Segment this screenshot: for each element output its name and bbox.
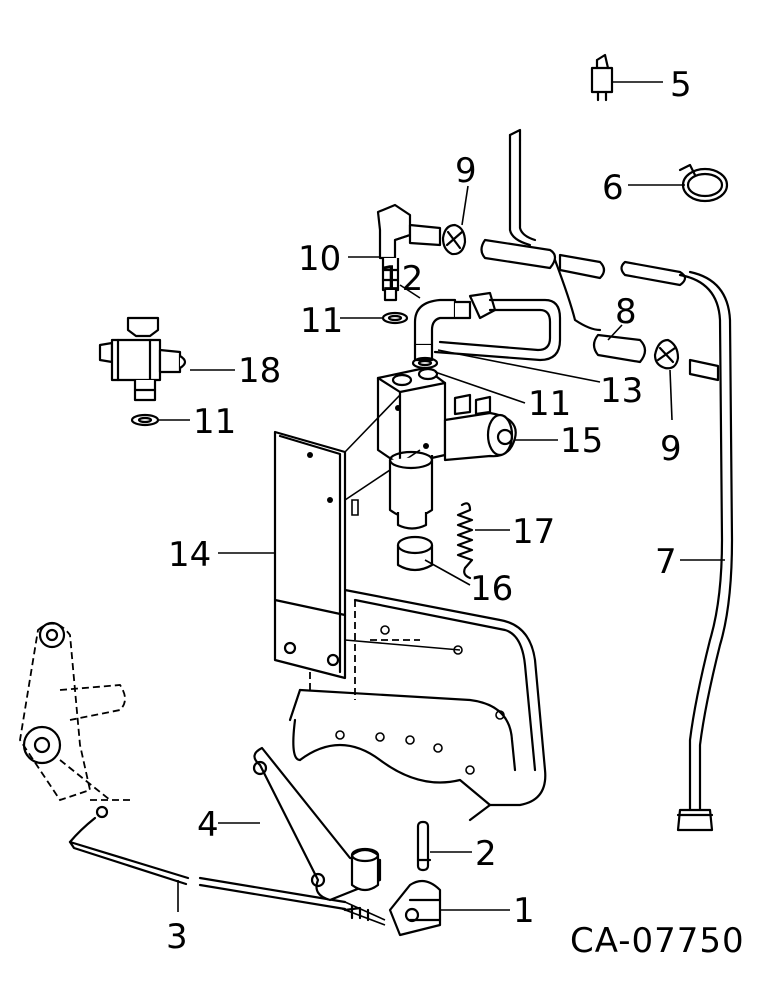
callout-16: 16 [470,569,513,609]
lever-part-4 [252,746,382,902]
callout-6: 6 [602,168,624,208]
rod-part-3 [68,816,386,926]
callout-7: 7 [655,542,677,582]
callout-18: 18 [238,351,281,391]
callout-8: 8 [615,292,637,332]
bushing-part-16 [396,535,434,572]
callout-labels: 5 6 9 10 12 11 8 18 13 11 11 15 9 17 14 … [166,65,745,961]
callout-2: 2 [475,834,497,874]
tee-fitting-part-18 [98,316,187,402]
callout-11-left: 11 [193,402,236,442]
elbow-fitting-part-10 [376,203,412,302]
switch-part-5 [590,53,614,102]
hose-assembly [408,128,720,382]
callout-5: 5 [670,65,692,105]
plate-part-14 [273,430,359,680]
callout-12: 12 [380,259,423,299]
pin-part-2 [416,820,432,872]
tube-part-13 [433,291,562,362]
clamp-part-6 [678,163,729,203]
elbow-part-12 [413,298,472,362]
leader-lines [158,81,725,912]
drawing-code: CA-07750 [570,921,745,961]
clevis-part-1 [388,879,442,937]
callout-1: 1 [513,891,535,931]
o-rings-part-11 [130,311,439,427]
tube-part-7 [676,270,734,832]
callout-13: 13 [600,371,643,411]
solenoid-part-15 [443,393,517,462]
callout-11-mid: 11 [528,384,571,424]
callout-9-upper: 9 [455,151,477,191]
spring-part-17 [456,502,474,580]
pedal-linkage [19,621,130,819]
callout-17: 17 [512,512,555,552]
callout-9-lower: 9 [660,429,682,469]
callout-4: 4 [197,805,219,845]
callout-3: 3 [166,917,188,957]
callout-10: 10 [298,239,341,279]
callout-15: 15 [560,421,603,461]
callout-14: 14 [168,535,211,575]
callout-11-upper: 11 [300,301,343,341]
valve-block [344,366,447,530]
